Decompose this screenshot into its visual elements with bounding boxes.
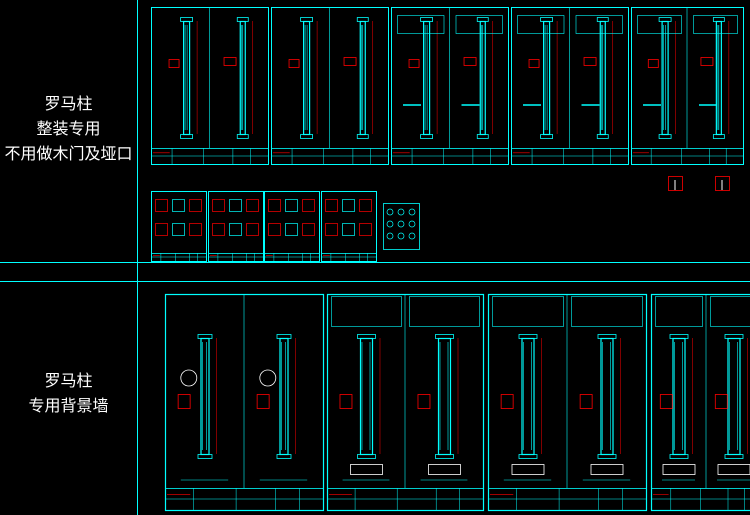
section-top-line-1: 罗马柱 xyxy=(44,94,93,113)
sheet-bottom-0 xyxy=(164,293,325,512)
drawing-sheets xyxy=(151,7,750,512)
sheet-mid-3 xyxy=(321,191,377,262)
sheet-top-4 xyxy=(631,7,744,165)
section-top-line-2: 整装专用 xyxy=(36,119,101,138)
sheet-bottom-2 xyxy=(487,293,648,512)
sheet-legend xyxy=(383,203,420,250)
sheet-top-2 xyxy=(391,7,509,165)
sheet-mid-1 xyxy=(208,191,264,262)
sheet-top-1 xyxy=(271,7,389,165)
sheet-bottom-3 xyxy=(650,293,750,512)
section-bottom-label: 罗马柱 专用背景墙 xyxy=(0,368,137,418)
sheet-top-0 xyxy=(151,7,269,165)
detail-mark-1 xyxy=(668,176,683,191)
section-top-label: 罗马柱 整装专用 不用做木门及垭口 xyxy=(0,91,137,166)
sheet-bottom-1 xyxy=(326,293,485,512)
sheet-top-3 xyxy=(511,7,629,165)
sheet-mid-0 xyxy=(151,191,207,262)
section-bottom-line-2: 专用背景墙 xyxy=(28,396,109,415)
section-top-line-3: 不用做木门及垭口 xyxy=(4,144,133,163)
sheet-mid-2 xyxy=(264,191,320,262)
section-bottom-line-1: 罗马柱 xyxy=(44,371,93,390)
detail-mark-2 xyxy=(715,176,730,191)
